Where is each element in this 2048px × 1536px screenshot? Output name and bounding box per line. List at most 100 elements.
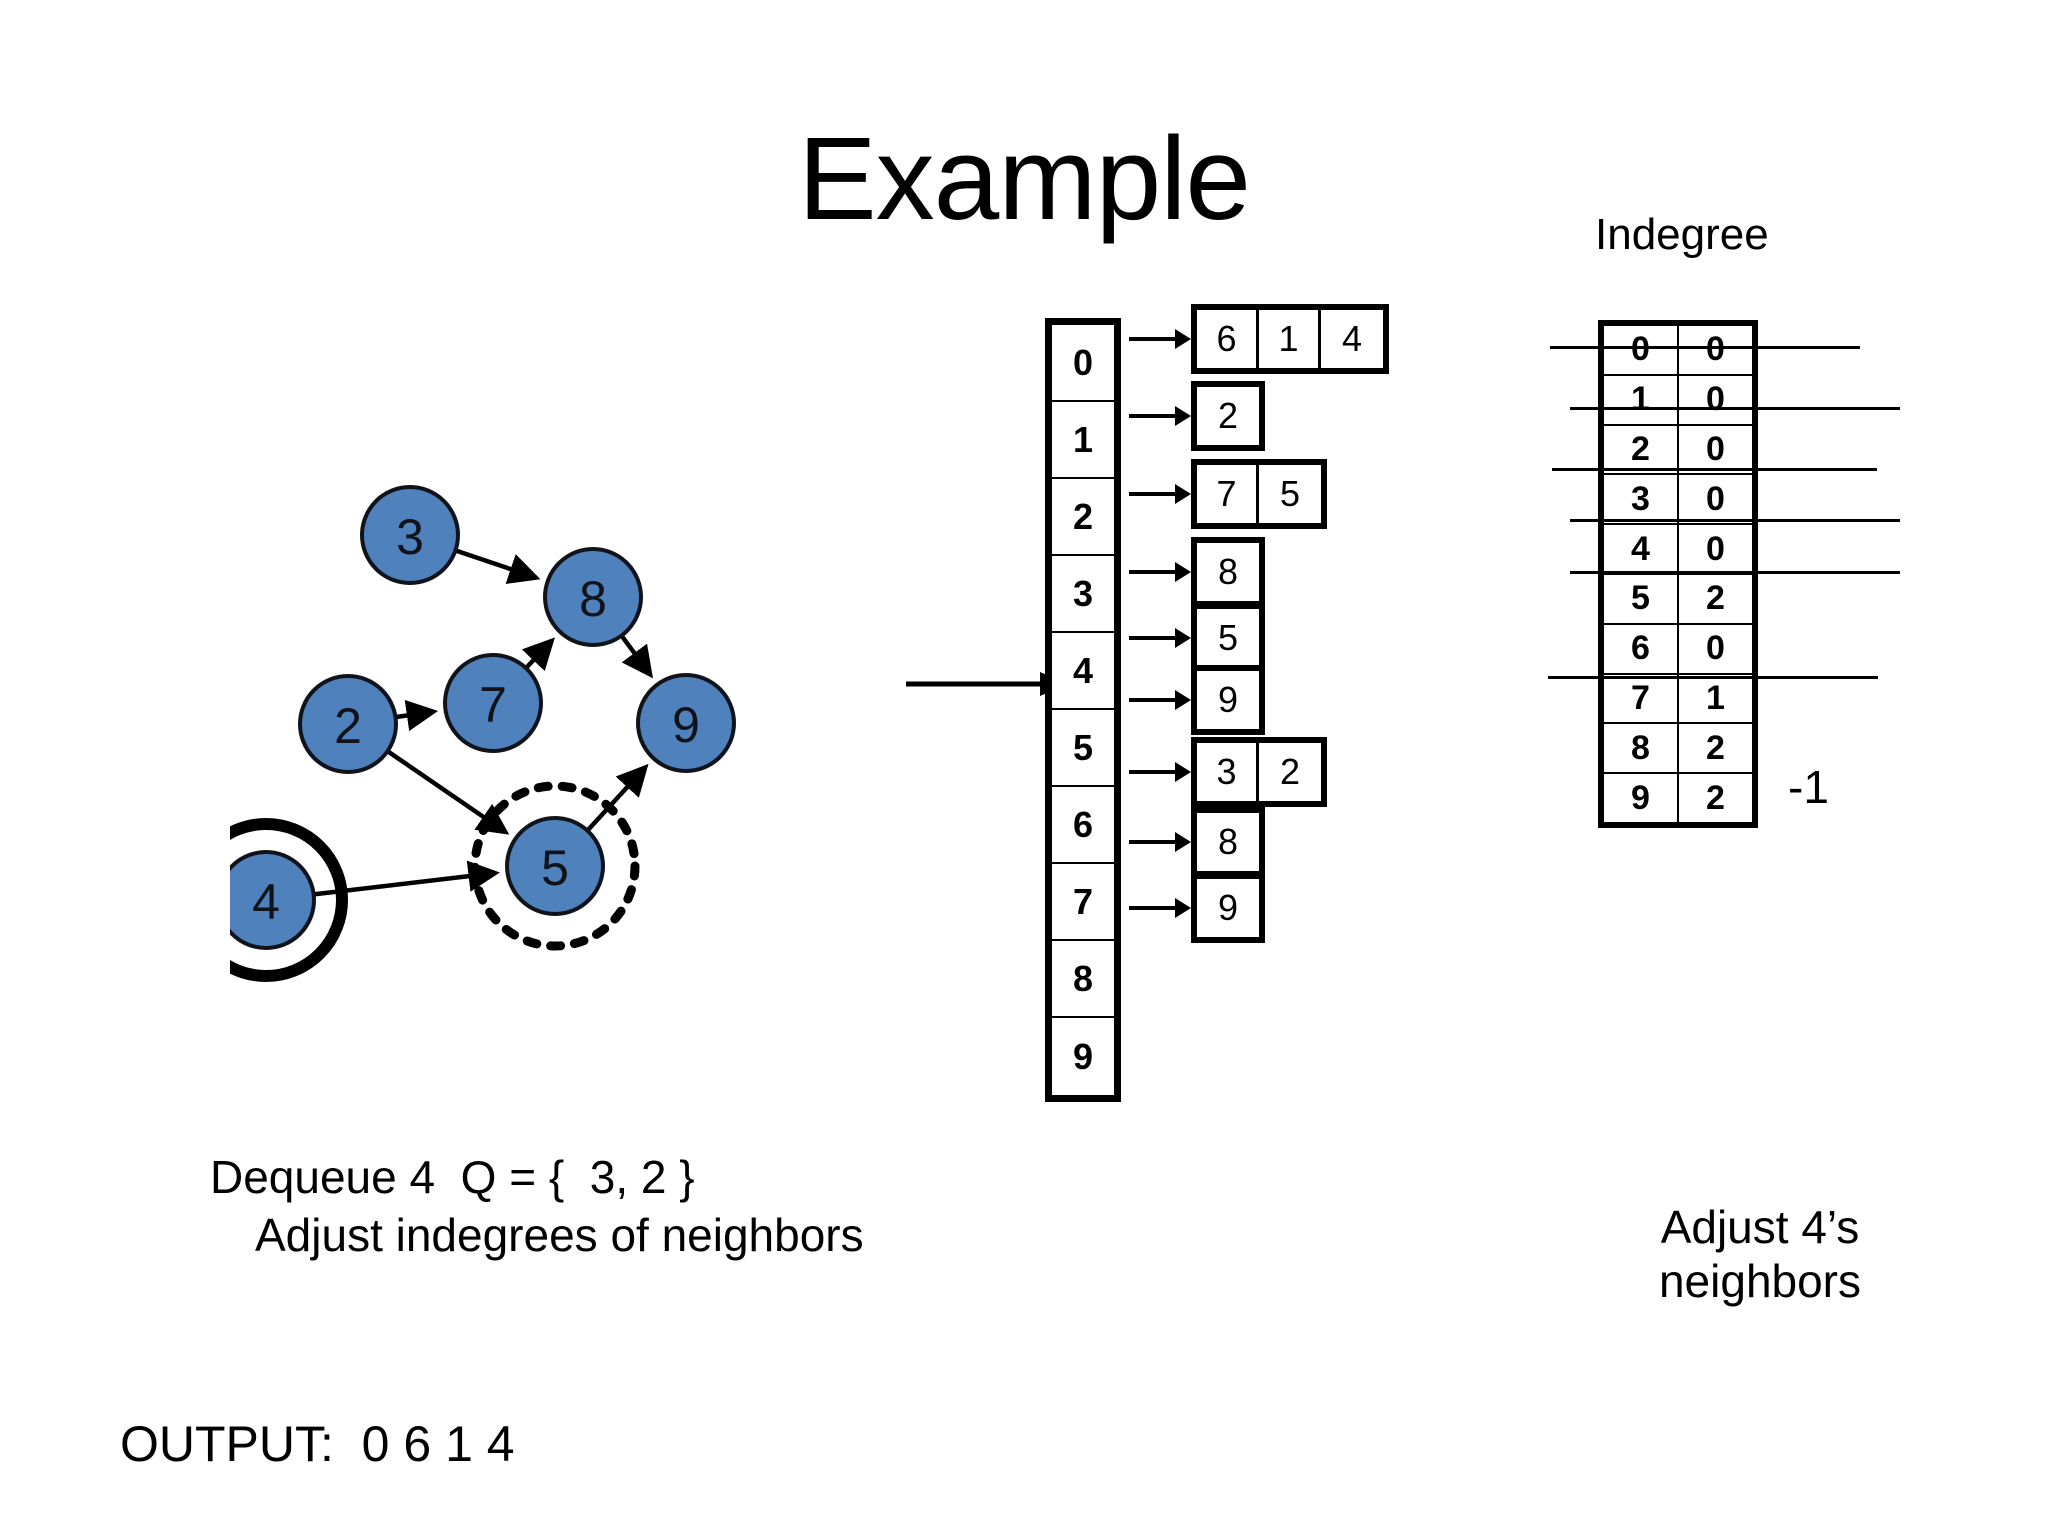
adjacency-arrow-icon-0 bbox=[1129, 329, 1191, 349]
graph-node-3[interactable] bbox=[360, 485, 460, 585]
graph-node-label-3: 3 bbox=[396, 509, 424, 565]
graph-edge-5-9 bbox=[586, 763, 649, 832]
adjacency-cell: 4 bbox=[1341, 318, 1363, 359]
adjacency-row-5: 9 bbox=[1129, 664, 1265, 736]
indegree-key-1: 1 bbox=[1604, 375, 1679, 424]
adjacency-index-8: 8 bbox=[1052, 941, 1114, 1018]
graph-node-9[interactable] bbox=[636, 673, 736, 773]
adjacency-cell: 8 bbox=[1217, 551, 1239, 592]
graph-node-label-8: 8 bbox=[579, 571, 607, 627]
indegree-value-9: 2 bbox=[1706, 778, 1725, 817]
caption-adjust-neighbors: Adjust indegrees of neighbors bbox=[255, 1209, 864, 1261]
indegree-value-4: 0 bbox=[1706, 529, 1725, 568]
indegree-strikethrough-1 bbox=[1570, 407, 1900, 411]
graph-node-label-5: 5 bbox=[541, 840, 569, 896]
adjacency-cell: 6 bbox=[1197, 310, 1259, 368]
adjacency-cell: 7 bbox=[1197, 465, 1259, 523]
adjacency-cells-4: 5 bbox=[1191, 603, 1265, 673]
adjacency-cell: 8 bbox=[1217, 821, 1239, 862]
indegree-key-7: 7 bbox=[1604, 674, 1679, 723]
indegree-key-5: 5 bbox=[1604, 574, 1679, 623]
adjacency-index-6: 6 bbox=[1052, 787, 1114, 864]
graph-edge-3-8 bbox=[455, 548, 541, 585]
output-line: OUTPUT: 0 6 1 4 bbox=[120, 1416, 515, 1472]
adjacency-index-9: 9 bbox=[1072, 1035, 1094, 1077]
adjacency-cells-7: 8 bbox=[1191, 807, 1265, 877]
adjacency-index-3: 3 bbox=[1052, 556, 1114, 633]
adjacency-arrow-icon-3 bbox=[1129, 562, 1191, 582]
indegree-value-5: 2 bbox=[1706, 579, 1725, 618]
adjacency-cell: 5 bbox=[1217, 617, 1239, 658]
indegree-strikethrough-3 bbox=[1570, 519, 1900, 523]
adjacency-row-1: 2 bbox=[1129, 380, 1265, 452]
adjacency-cells-1: 2 bbox=[1191, 381, 1265, 451]
adjacency-arrow-icon-8 bbox=[1129, 898, 1191, 918]
indegree-value-8: 2 bbox=[1706, 728, 1725, 767]
graph-highlight-rings bbox=[230, 781, 640, 982]
adjacency-row-7: 8 bbox=[1129, 806, 1265, 878]
adjacency-cell: 2 bbox=[1217, 395, 1239, 436]
adjacency-arrow-icon-5 bbox=[1129, 690, 1191, 710]
graph-node-label-9: 9 bbox=[672, 697, 700, 753]
indegree-value-3: 0 bbox=[1706, 479, 1725, 518]
indegree-key-3: 3 bbox=[1604, 475, 1679, 524]
indegree-key-0: 0 bbox=[1604, 326, 1679, 374]
indegree-strikethrough-6 bbox=[1548, 675, 1878, 679]
graph-node-8[interactable] bbox=[543, 547, 643, 647]
node-highlight-ring-dotted-5 bbox=[470, 781, 640, 951]
graph-edge-2-7 bbox=[396, 699, 439, 732]
indegree-key-6: 6 bbox=[1604, 624, 1679, 673]
indegree-value-0: 0 bbox=[1706, 330, 1725, 369]
adjacency-cell: 5 bbox=[1279, 473, 1301, 514]
indegree-key-8: 8 bbox=[1604, 724, 1679, 773]
indegree-key-4: 4 bbox=[1604, 525, 1679, 573]
indegree-label: Indegree bbox=[1595, 210, 1769, 259]
indegree-key-2: 2 bbox=[1604, 425, 1679, 474]
adjacency-cell: 3 bbox=[1197, 743, 1259, 801]
adjacency-cell: 2 bbox=[1279, 751, 1301, 792]
graph-node-label-2: 2 bbox=[334, 698, 362, 754]
adjacency-arrow-icon-4 bbox=[1129, 628, 1191, 648]
adjacency-row-8: 9 bbox=[1129, 872, 1265, 944]
node-highlight-ring-solid-4 bbox=[230, 818, 348, 982]
graph-edge-8-9 bbox=[620, 635, 654, 679]
graph-node-5[interactable] bbox=[505, 816, 605, 916]
adjacency-row-3: 8 bbox=[1129, 536, 1265, 608]
adjacency-index-0: 0 bbox=[1052, 325, 1114, 402]
indegree-strikethrough-2 bbox=[1552, 468, 1877, 472]
adjacency-index-2: 2 bbox=[1052, 479, 1114, 556]
indegree-value-2: 0 bbox=[1706, 429, 1725, 468]
graph-node-label-7: 7 bbox=[479, 677, 507, 733]
page-title: Example bbox=[797, 113, 1251, 245]
adjacency-arrow-icon-6 bbox=[1129, 762, 1191, 782]
adjacency-cells-8: 9 bbox=[1191, 873, 1265, 943]
graph-node-2[interactable] bbox=[298, 674, 398, 774]
adjacency-cell: 9 bbox=[1217, 887, 1239, 928]
adjacency-arrow-icon-1 bbox=[1129, 406, 1191, 426]
graph-node-7[interactable] bbox=[443, 653, 543, 753]
graph-node-4[interactable] bbox=[230, 850, 316, 950]
graph-edge-7-8 bbox=[521, 637, 555, 672]
indegree-strikethrough-4 bbox=[1570, 571, 1900, 575]
adjacency-index-4: 4 bbox=[1052, 633, 1114, 710]
